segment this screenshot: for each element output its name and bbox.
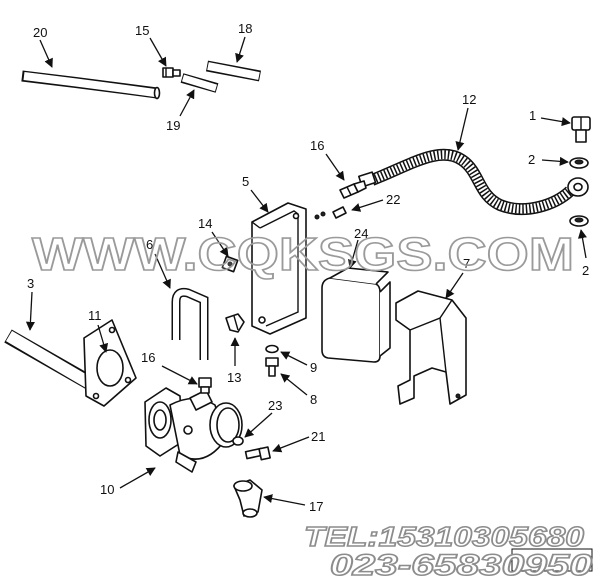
- callout-20: 20: [33, 25, 47, 40]
- leader-3: [25, 291, 35, 331]
- watermark-url: WWW.CQKSGS.COM: [32, 228, 574, 280]
- leader-7: [445, 272, 464, 299]
- watermark-tel: TEL:15310305680: [304, 521, 584, 552]
- bolt-21: [244, 446, 271, 461]
- pump-10: [144, 387, 243, 473]
- callout-9: 9: [310, 360, 317, 375]
- leader-1: [540, 117, 571, 127]
- callout-12: 12: [462, 92, 476, 107]
- leader-24: [347, 239, 359, 269]
- callout-1: 1: [529, 108, 536, 123]
- drawing-number-box: [511, 548, 593, 572]
- leader-14: [211, 231, 229, 257]
- callout-6: 6: [146, 237, 153, 252]
- fitting-22: [314, 206, 347, 220]
- housing-24: [321, 267, 391, 363]
- callout-17: 17: [309, 499, 323, 514]
- bolt-8: [265, 357, 279, 377]
- washer-23: [232, 436, 244, 446]
- leader-16-lower: [161, 365, 198, 385]
- leader-2-lower: [577, 229, 587, 259]
- callout-15: 15: [135, 23, 149, 38]
- leader-19: [179, 89, 195, 117]
- fitting-14: [221, 255, 239, 273]
- watermark-phone: 023-65830950: [330, 549, 592, 581]
- banjo-bolt-1: [571, 116, 591, 143]
- leader-8: [280, 373, 308, 396]
- callout-16-upper: 16: [310, 138, 324, 153]
- callout-16-lower: 16: [141, 350, 155, 365]
- banjo-fitting: [567, 177, 589, 197]
- fitting-16-upper: [339, 180, 367, 199]
- callout-8: 8: [310, 392, 317, 407]
- hose-20: [21, 70, 161, 100]
- leader-22: [351, 199, 384, 212]
- bracket-7: [395, 290, 467, 405]
- cover-plate-5: [251, 202, 307, 335]
- callout-24: 24: [354, 226, 368, 241]
- tube-6: [171, 287, 209, 360]
- leader-2-upper: [541, 156, 569, 166]
- callout-3: 3: [27, 276, 34, 291]
- washer-2-upper: [569, 157, 589, 169]
- callout-10: 10: [100, 482, 114, 497]
- washer-9: [265, 344, 279, 354]
- callout-23: 23: [268, 398, 282, 413]
- washer-2-lower: [569, 215, 589, 227]
- leader-6: [154, 253, 171, 289]
- callout-18: 18: [238, 21, 252, 36]
- leader-23: [244, 412, 273, 438]
- callout-14: 14: [198, 216, 212, 231]
- callout-21: 21: [311, 429, 325, 444]
- leader-16-upper: [325, 153, 345, 181]
- callout-22: 22: [386, 192, 400, 207]
- leader-5: [250, 189, 269, 213]
- callout-19: 19: [166, 118, 180, 133]
- leader-15: [149, 37, 167, 67]
- leader-18: [235, 36, 246, 63]
- callout-2-lower: 2: [582, 263, 589, 278]
- fitting-16-lower: [198, 377, 212, 394]
- leader-17: [263, 494, 306, 506]
- callout-2-upper: 2: [528, 152, 535, 167]
- callout-labels: 20 15 18 19 12 1 2 16 22 5 14 24 6 7 2 3…: [27, 21, 589, 514]
- callout-7: 7: [463, 256, 470, 271]
- leader-12: [455, 107, 469, 151]
- leader-lines: [25, 36, 587, 506]
- leader-21: [272, 436, 310, 453]
- fitting-15: [162, 67, 181, 78]
- leader-10: [119, 467, 156, 489]
- callout-11: 11: [88, 308, 102, 323]
- elbow-13: [225, 313, 245, 333]
- elbow-17: [233, 479, 263, 518]
- gasket-11: [83, 319, 137, 407]
- leader-11: [97, 324, 109, 353]
- leader-20: [39, 39, 53, 68]
- hose-18: [205, 60, 262, 82]
- leader-9: [280, 351, 308, 366]
- hose-19: [180, 73, 219, 93]
- callout-13: 13: [227, 370, 241, 385]
- callout-5: 5: [242, 174, 249, 189]
